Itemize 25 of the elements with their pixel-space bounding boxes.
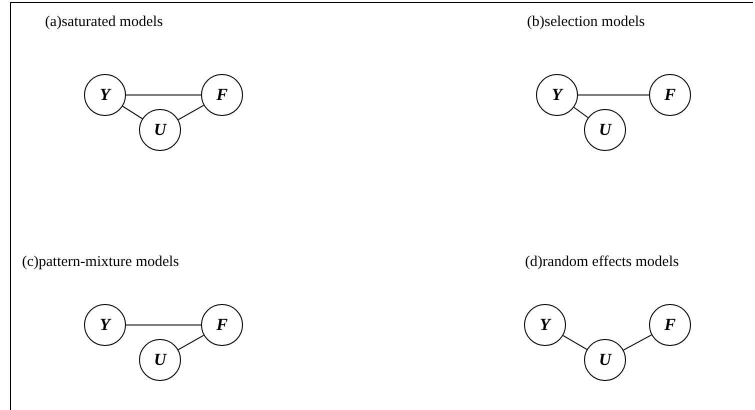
variable-circle: U: [139, 109, 181, 151]
panel-title: (a)saturated models: [45, 14, 163, 31]
connector-line: [573, 106, 589, 118]
connector-line: [578, 94, 650, 96]
variable-circle: Y: [524, 304, 566, 346]
panel-title: (b)selection models: [527, 14, 645, 31]
connector-line: [126, 324, 202, 326]
variable-circle: F: [649, 74, 691, 116]
connector-line: [623, 334, 652, 351]
connector-line: [126, 94, 202, 96]
variable-circle: U: [139, 339, 181, 381]
panel-title: (d)random effects models: [525, 254, 679, 271]
variable-circle: F: [201, 304, 243, 346]
connector-line: [178, 104, 204, 120]
connector-line: [178, 334, 204, 350]
variable-circle: Y: [84, 74, 126, 116]
variable-circle: Y: [536, 74, 578, 116]
variable-circle: U: [584, 109, 626, 151]
variable-circle: F: [649, 304, 691, 346]
panel-title: (c)pattern-mixture models: [22, 254, 180, 271]
connector-line: [122, 106, 143, 120]
variable-circle: U: [584, 339, 626, 381]
variable-circle: Y: [84, 304, 126, 346]
connector-line: [562, 335, 588, 350]
variable-circle: F: [201, 74, 243, 116]
